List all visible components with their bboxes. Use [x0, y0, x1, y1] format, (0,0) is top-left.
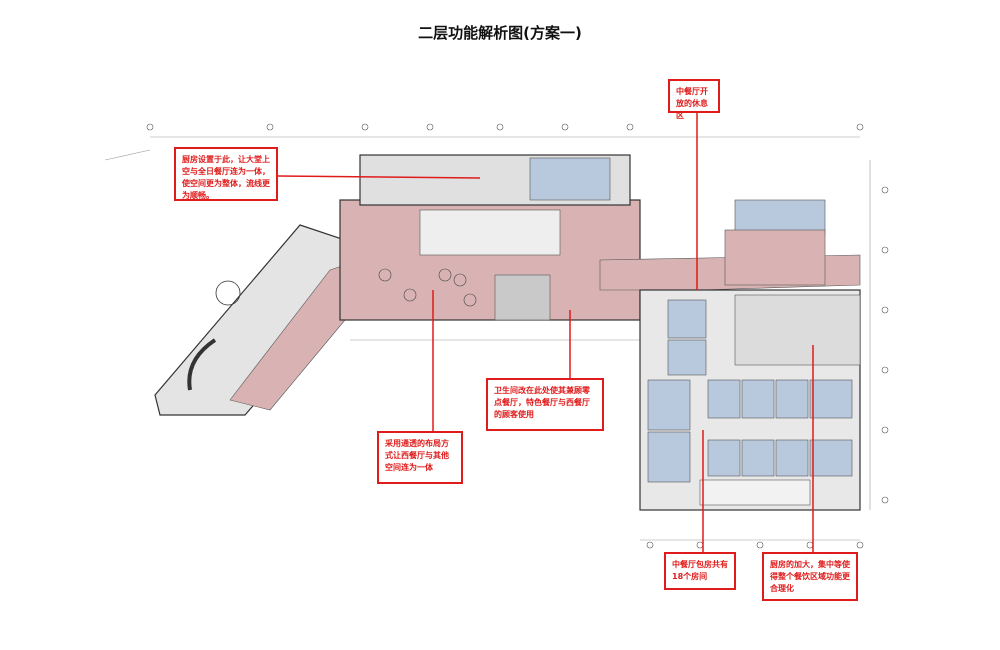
private-rooms: [647, 299, 853, 483]
diagram-title: 二层功能解析图(方案一): [418, 24, 582, 42]
grid-bubbles: [146, 123, 889, 549]
leader-lines: [277, 113, 814, 552]
annotation-lounge: 中餐厅开放的休息区: [668, 79, 720, 120]
annotation-open-layout: 采用通透的布局方式让西餐厅与其他空间连为一体: [377, 431, 463, 484]
grid-lines: [104, 136, 871, 541]
annotation-kitchen-enlarged: 厨房的加大，集中等使得整个餐饮区域功能更合理化: [762, 552, 858, 601]
annotation-kitchen-lobby: 厨房设置于此，让大堂上空与全日餐厅连为一体，使空间更为整体，流线更为顺畅。: [174, 147, 278, 201]
annotation-private-rooms: 中餐厅包房共有18个房间: [664, 552, 736, 590]
annotation-restroom: 卫生间改在此处使其兼顾零点餐厅，特色餐厅与西餐厅的顾客使用: [486, 378, 604, 431]
